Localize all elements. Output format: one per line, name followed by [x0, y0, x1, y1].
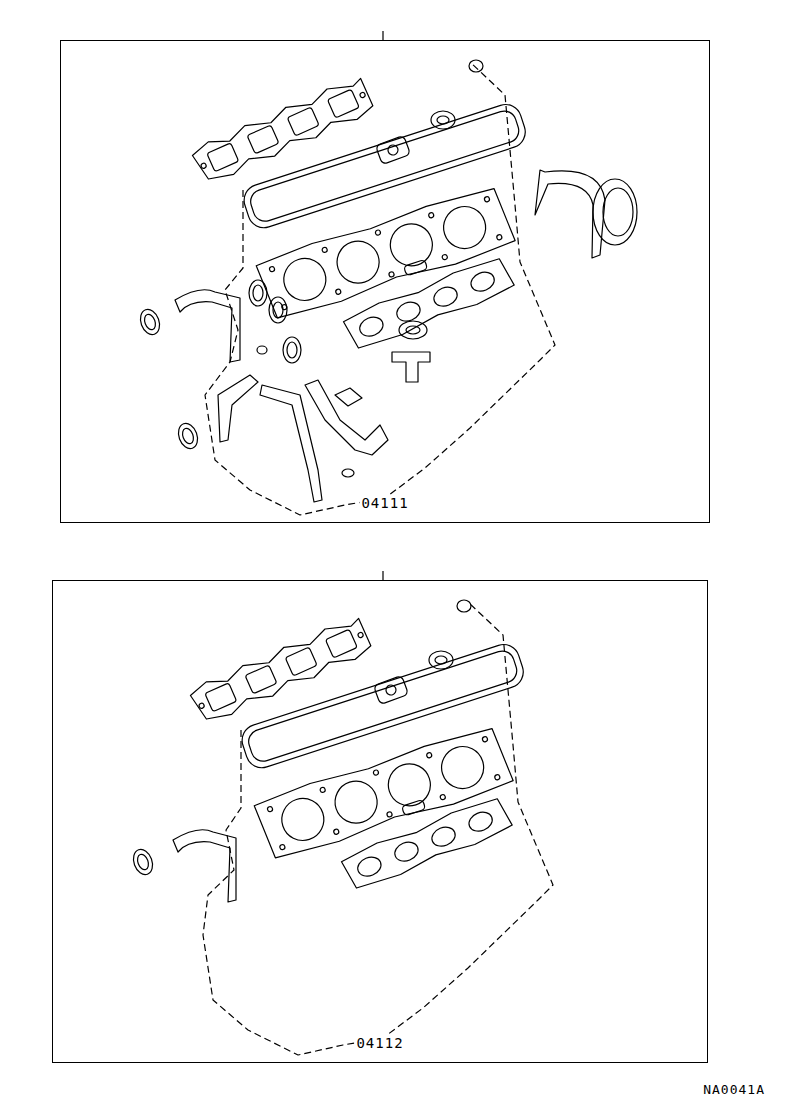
part-number: 04111: [359, 495, 410, 511]
kit-frame: 04111: [60, 40, 710, 523]
kit-frame: 04112: [52, 580, 708, 1063]
head-gasket-set: [130, 600, 553, 1055]
full-gasket-set: [137, 60, 637, 515]
part-number: 04112: [354, 1035, 405, 1051]
leader-line: [382, 31, 383, 40]
drawing-number: NA0041A: [703, 1082, 765, 1098]
leader-line: [382, 571, 383, 580]
